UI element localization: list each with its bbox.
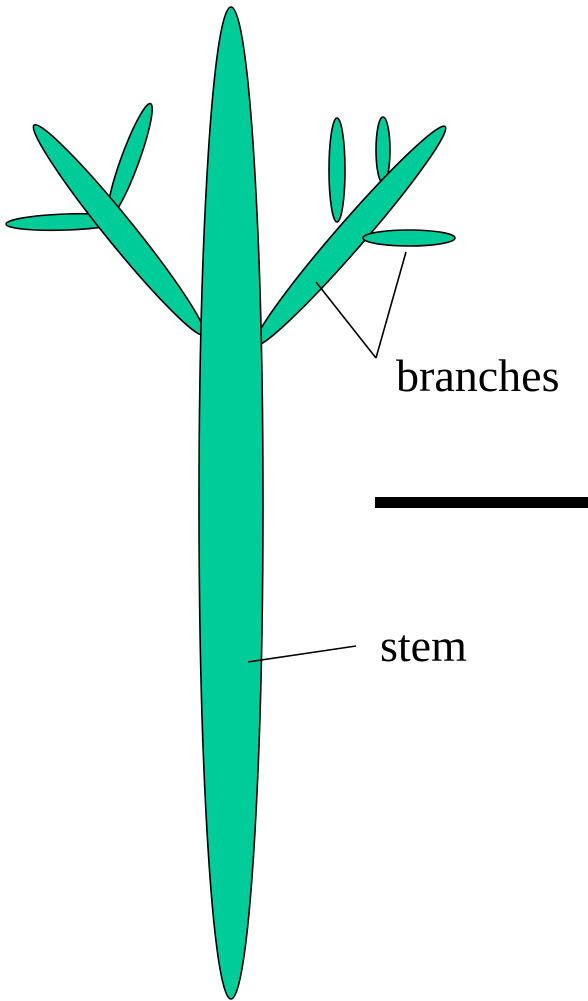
branches-label: branches — [396, 350, 559, 401]
right-horizontal-sub-branch — [363, 230, 455, 246]
branches-pointer-line-1 — [316, 282, 376, 358]
stem-pointer-line — [248, 646, 356, 662]
stem-shape — [199, 7, 263, 999]
right-vertical-sub-branch-1 — [329, 118, 345, 222]
branches-pointer-line-2 — [376, 252, 406, 358]
scale-bar — [375, 497, 588, 508]
stem-label: stem — [380, 620, 467, 671]
